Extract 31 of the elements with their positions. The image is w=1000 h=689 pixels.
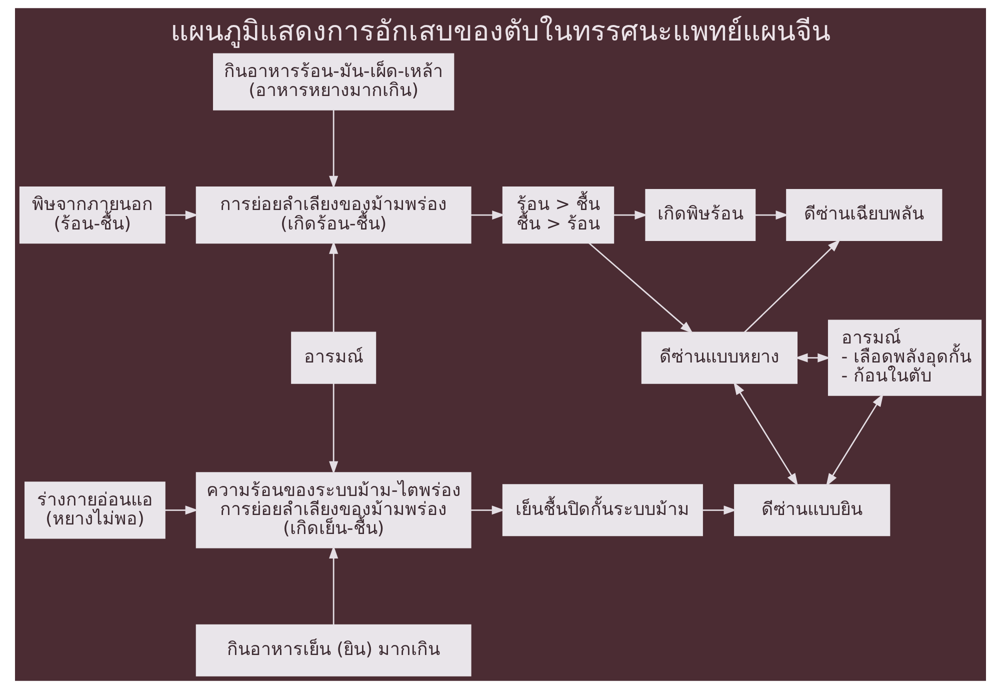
node-box: อารมณ์ - เลือดพลังอุดกั้น - ก้อนในตับ — [827, 320, 982, 396]
node-box: ความร้อนของระบบม้าม-ไตพร่อง การย่อยลำเลียงของม้ามพร่อง (เกิดเย็น-ชื้น) — [195, 472, 471, 548]
arrow — [702, 506, 736, 515]
arrow — [470, 210, 505, 220]
node-box: ดีซ่านแบบหยาง — [640, 332, 797, 384]
node-box: กินอาหารเย็น (ยิน) มากเกิน — [195, 624, 471, 676]
arrow — [328, 240, 338, 332]
node-box: กินอาหารร้อน-มัน-เผ็ด-เหล้า (อาหารหยางมากเกิน) — [212, 53, 454, 110]
arrow — [470, 506, 504, 515]
node-box: เกิดพิษร้อน — [644, 189, 756, 242]
node-box: ดีซ่านแบบยิน — [734, 484, 890, 536]
node-box: อารมณ์ — [290, 332, 376, 384]
node-box: การย่อยลำเลียงของม้ามพร่อง (เกิดร้อน-ชื้น) — [195, 186, 471, 244]
arrow — [328, 384, 338, 474]
arrow — [743, 239, 840, 333]
node-box: เย็นชื้นปิดกั้นระบบม้าม — [502, 484, 702, 536]
arrow — [754, 210, 788, 220]
node-box: พิษจากภายนอก (ร้อน-ชื้น) — [18, 186, 165, 244]
node-box: ดีซ่านเฉียบพลัน — [786, 189, 942, 242]
arrow — [588, 242, 693, 334]
arrow — [613, 210, 648, 220]
node-box: ร่างกายอ่อนแอ (หยางไม่พอ) — [24, 482, 165, 539]
arrow — [164, 506, 198, 515]
arrow — [732, 382, 798, 486]
arrow — [794, 353, 830, 362]
arrow — [164, 210, 198, 220]
node-box: ร้อน > ชื้น ชื้น > ร้อน — [502, 186, 614, 244]
arrow — [328, 545, 338, 625]
diagram-title: แผนภูมิแสดงการอักเสบของตับในทรรศนะแพทย์แผนจีน — [170, 14, 830, 48]
arrow — [825, 394, 883, 486]
arrow — [328, 110, 338, 189]
